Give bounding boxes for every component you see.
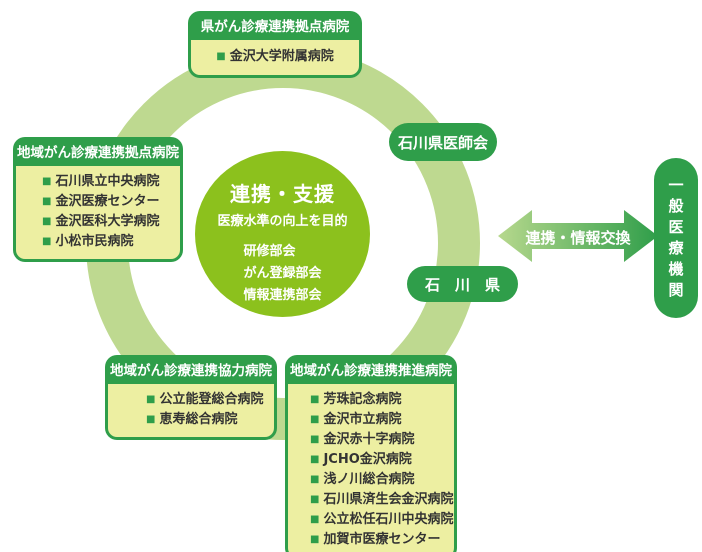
- box-promotion-hospitals: 地域がん診療連携推進病院 ■芳珠記念病院■金沢市立病院■金沢赤十字病院■JCHO…: [285, 355, 457, 552]
- hospital-item: ■小松市民病院: [42, 232, 176, 252]
- hospital-item: ■金沢医科大学病院: [42, 212, 176, 232]
- square-bullet-icon: ■: [310, 454, 320, 465]
- hospital-name: 金沢赤十字病院: [323, 432, 415, 447]
- hospital-item: ■金沢赤十字病院: [310, 430, 450, 450]
- hospital-name: 石川県済生会金沢病院: [323, 492, 454, 507]
- working-group-item: がん登録部会: [243, 266, 322, 281]
- hospital-list-promotion: ■芳珠記念病院■金沢市立病院■金沢赤十字病院■JCHO金沢病院■浅ノ川総合病院■…: [288, 384, 454, 552]
- square-bullet-icon: ■: [42, 216, 52, 227]
- working-group-item: 情報連携部会: [243, 288, 322, 303]
- square-bullet-icon: ■: [310, 414, 320, 425]
- square-bullet-icon: ■: [310, 434, 320, 445]
- hospital-item: ■恵寿総合病院: [146, 410, 270, 430]
- hospital-item: ■芳珠記念病院: [310, 390, 450, 410]
- box-header-regional-base: 地域がん診療連携拠点病院: [17, 145, 179, 161]
- square-bullet-icon: ■: [310, 514, 320, 525]
- square-bullet-icon: ■: [310, 474, 320, 485]
- square-bullet-icon: ■: [42, 196, 52, 207]
- exchange-double-arrow-icon: [498, 210, 658, 262]
- hospital-name: 金沢医科大学病院: [55, 214, 160, 229]
- hospital-name: 公立松任石川中央病院: [323, 512, 454, 527]
- square-bullet-icon: ■: [310, 394, 320, 405]
- hospital-name: 公立能登総合病院: [159, 392, 264, 407]
- hospital-item: ■金沢医療センター: [42, 192, 176, 212]
- hospital-name: 小松市民病院: [55, 234, 134, 249]
- hospital-item: ■石川県済生会金沢病院: [310, 490, 454, 510]
- hospital-name: JCHO金沢病院: [323, 452, 412, 467]
- box-header-prefectural: 県がん診療連携拠点病院: [200, 19, 350, 35]
- hospital-list-cooperation: ■公立能登総合病院■恵寿総合病院: [108, 384, 274, 437]
- center-circle-subtitle: 医療水準の向上を目的: [217, 214, 348, 229]
- box-header-cooperation: 地域がん診療連携協力病院: [110, 363, 272, 379]
- square-bullet-icon: ■: [146, 394, 156, 405]
- hospital-item: ■浅ノ川総合病院: [310, 470, 450, 490]
- working-group-item: 研修部会: [243, 244, 296, 259]
- hospital-item: ■JCHO金沢病院: [310, 450, 450, 470]
- box-regional-base-hospitals: 地域がん診療連携拠点病院 ■石川県立中央病院■金沢医療センター■金沢医科大学病院…: [13, 137, 183, 262]
- exchange-arrow-label: 連携・情報交換: [525, 229, 631, 247]
- hospital-name: 金沢医療センター: [55, 194, 160, 209]
- hospital-item: ■加賀市医療センター: [310, 530, 450, 550]
- square-bullet-icon: ■: [216, 51, 226, 62]
- pill-prefecture: 石 川 県: [407, 266, 518, 302]
- hospital-item: ■金沢大学附属病院: [195, 47, 355, 67]
- square-bullet-icon: ■: [310, 494, 320, 505]
- hospital-item: ■金沢市立病院: [310, 410, 450, 430]
- hospital-list-regional-base: ■石川県立中央病院■金沢医療センター■金沢医科大学病院■小松市民病院: [16, 166, 180, 259]
- hospital-name: 浅ノ川総合病院: [323, 472, 415, 487]
- box-cooperation-hospitals: 地域がん診療連携協力病院 ■公立能登総合病院■恵寿総合病院: [105, 355, 277, 440]
- box-prefectural-hub-hospital: 県がん診療連携拠点病院 ■金沢大学附属病院: [188, 11, 362, 78]
- pill-general-medical-institutions: 一般医療機関: [654, 158, 698, 318]
- box-header-promotion: 地域がん診療連携推進病院: [290, 363, 452, 379]
- working-group-list: 研修部会がん登録部会情報連携部会: [243, 241, 321, 307]
- hospital-name: 金沢市立病院: [323, 412, 402, 427]
- hospital-name: 石川県立中央病院: [55, 174, 160, 189]
- square-bullet-icon: ■: [146, 414, 156, 425]
- hospital-name: 金沢大学附属病院: [229, 49, 334, 64]
- hospital-item: ■石川県立中央病院: [42, 172, 176, 192]
- pill-medical-association: 石川県医師会: [389, 123, 497, 161]
- hospital-list-prefectural: ■金沢大学附属病院: [191, 40, 359, 75]
- center-circle-title: 連携・支援: [230, 182, 335, 206]
- hospital-item: ■公立能登総合病院: [146, 390, 270, 410]
- hospital-name: 加賀市医療センター: [323, 532, 441, 547]
- square-bullet-icon: ■: [310, 534, 320, 545]
- center-support-circle: 連携・支援 医療水準の向上を目的 研修部会がん登録部会情報連携部会: [195, 151, 370, 317]
- square-bullet-icon: ■: [42, 236, 52, 247]
- square-bullet-icon: ■: [42, 176, 52, 187]
- hospital-name: 芳珠記念病院: [323, 392, 402, 407]
- hospital-item: ■公立松任石川中央病院: [310, 510, 454, 530]
- hospital-name: 恵寿総合病院: [159, 412, 238, 427]
